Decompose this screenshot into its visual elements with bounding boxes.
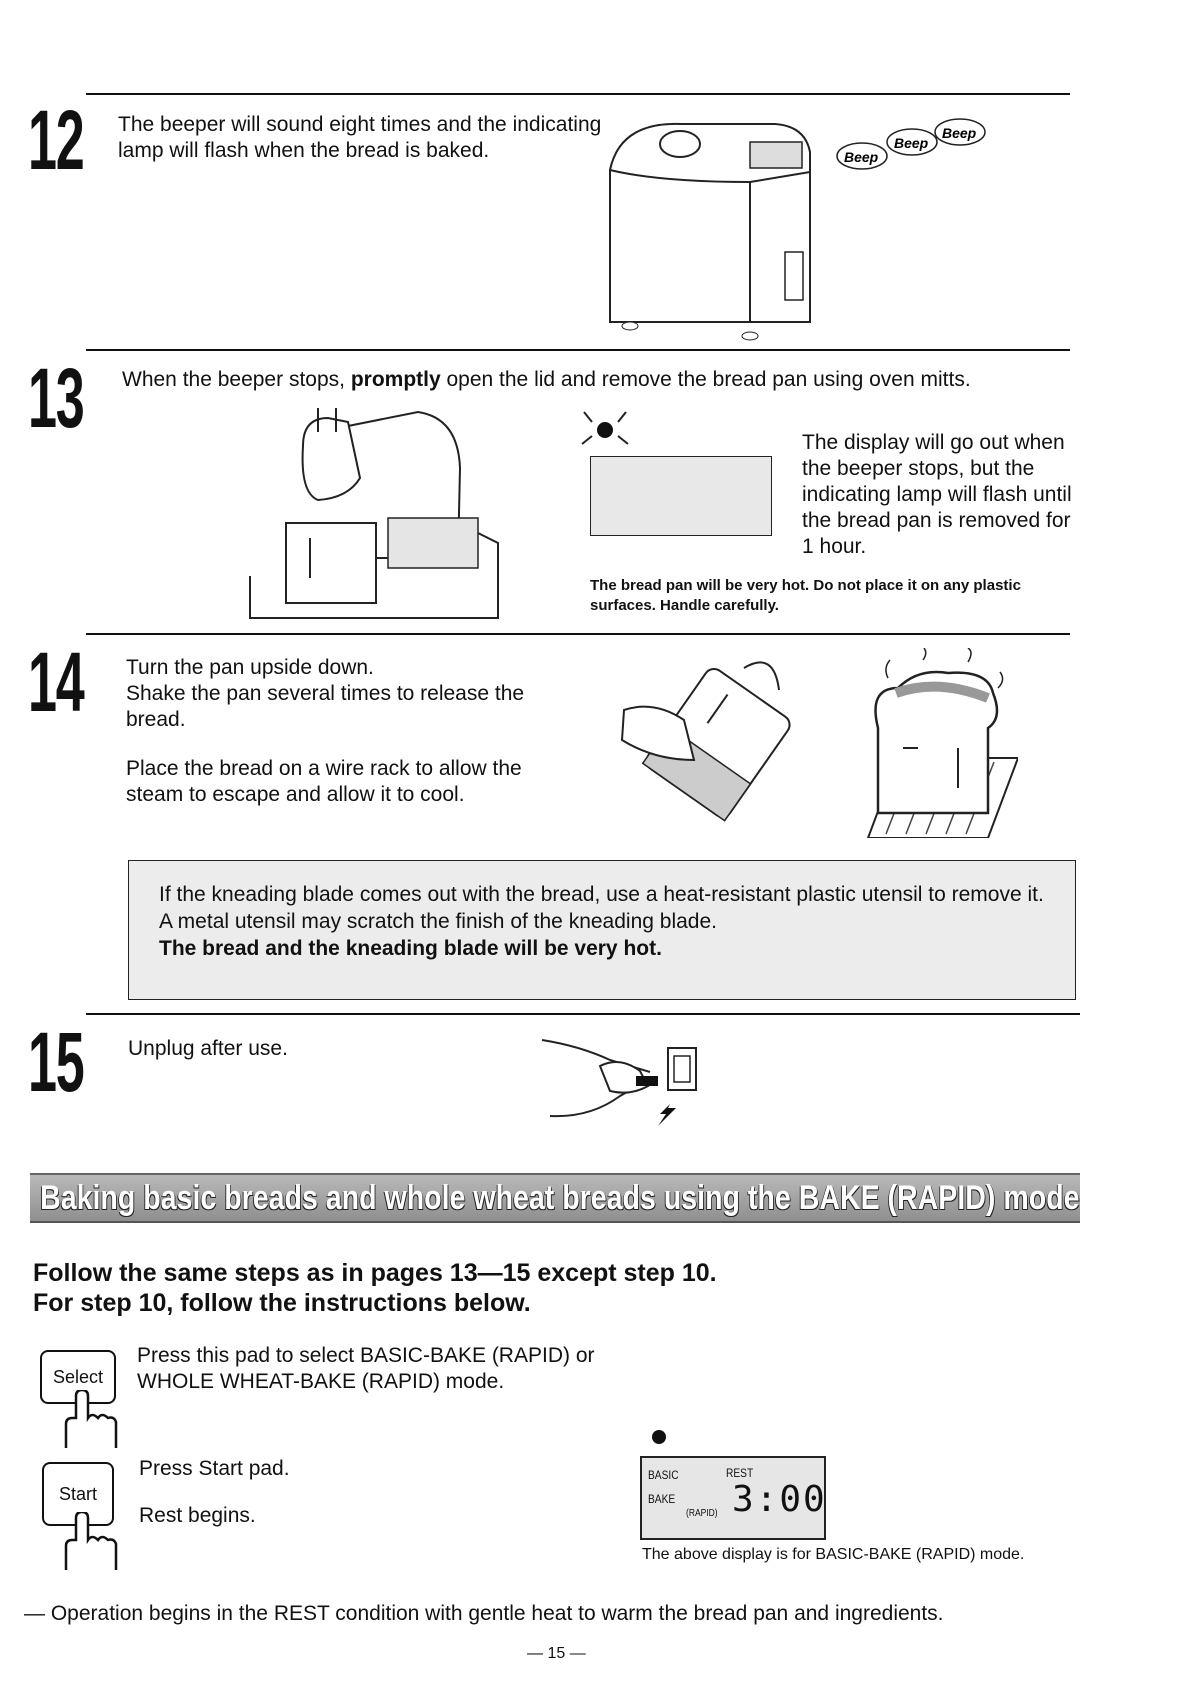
finger-press-icon: [64, 1512, 118, 1570]
beep-2: Beep: [894, 135, 929, 151]
rapid-mode-banner: Baking basic breads and whole wheat brea…: [30, 1173, 1080, 1223]
start-key-label: Start: [58, 1483, 97, 1504]
step14-rule: [86, 633, 1070, 635]
lcd-bake: BAKE: [648, 1492, 676, 1506]
remove-pan-illustration: [249, 408, 499, 619]
display-blank: [590, 456, 772, 536]
rest-begins: Rest begins.: [139, 1504, 256, 1527]
bread-on-rack-illustration: [866, 648, 1018, 838]
step14-text2: Shake the pan several times to release t…: [126, 682, 525, 731]
step14-number: 14: [28, 635, 85, 729]
lcd-basic: BASIC: [648, 1468, 679, 1482]
step13-text-before: When the beeper stops,: [122, 368, 351, 391]
beep-3: Beep: [942, 125, 977, 141]
lcd-display: BASIC REST BAKE (RAPID) 3:00: [640, 1456, 826, 1540]
step13-text-bold: promptly: [350, 368, 441, 391]
select-key-label: Select: [52, 1366, 104, 1387]
step12-rule: [86, 93, 1070, 95]
note-line1: If the kneading blade comes out with the…: [159, 883, 1044, 906]
page-number: — 15 —: [527, 1645, 586, 1662]
step13-rule: [86, 349, 1070, 351]
select-instruction: Press this pad to select BASIC-BAKE (RAP…: [137, 1344, 595, 1393]
lcd-time: 3:00: [732, 1479, 827, 1520]
start-instruction: Press Start pad.: [139, 1457, 290, 1480]
finger-press-icon: [64, 1390, 118, 1448]
step12-number: 12: [28, 93, 85, 187]
lcd-rest: REST: [726, 1466, 754, 1480]
step13-number: 13: [28, 351, 85, 445]
step13-display-note: The display will go out when the beeper …: [802, 431, 1072, 558]
banner-title: Baking basic breads and whole wheat brea…: [40, 1179, 1080, 1217]
beep-1: Beep: [844, 149, 879, 165]
note-line3: The bread and the kneading blade will be…: [159, 937, 662, 960]
shake-pan-illustration: [620, 661, 791, 822]
bread-maker-illustration: [609, 122, 811, 341]
indicator-lamp-icon: [652, 1430, 666, 1444]
step14-text1: Turn the pan upside down.: [126, 656, 374, 679]
lcd-rapid: (RAPID): [686, 1508, 718, 1519]
flashing-lamp-icon: [581, 411, 629, 445]
note-line2: A metal utensil may scratch the finish o…: [159, 910, 717, 933]
kneading-blade-note: If the kneading blade comes out with the…: [128, 860, 1076, 1000]
step15-number: 15: [28, 1015, 85, 1109]
rapid-heading1: Follow the same steps as in pages 13—15 …: [33, 1259, 717, 1287]
step15-text: Unplug after use.: [128, 1037, 288, 1060]
beep-bubbles: Beep Beep Beep: [836, 118, 986, 170]
step12-text: The beeper will sound eight times and th…: [118, 113, 602, 162]
step13-text-after: open the lid and remove the bread pan us…: [440, 368, 971, 391]
step13-warning: The bread pan will be very hot. Do not p…: [590, 577, 1021, 614]
rapid-heading2: For step 10, follow the instructions bel…: [33, 1289, 531, 1317]
step13-text: When the beeper stops, promptly open the…: [122, 367, 1082, 393]
unplug-illustration: [541, 1039, 697, 1126]
step15-rule: [86, 1013, 1080, 1015]
display-caption: The above display is for BASIC-BAKE (RAP…: [642, 1546, 1025, 1563]
rapid-footnote: — Operation begins in the REST condition…: [24, 1602, 944, 1625]
step14-text3: Place the bread on a wire rack to allow …: [126, 757, 522, 806]
